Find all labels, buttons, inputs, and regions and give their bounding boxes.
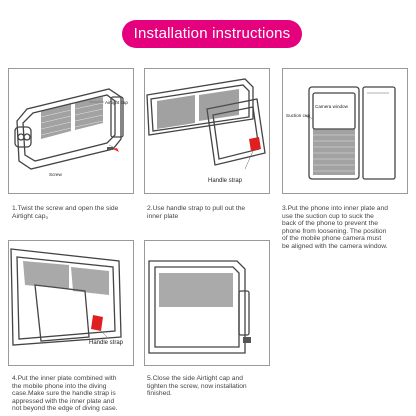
airtight-cap-label: Airtight cap [105, 100, 128, 105]
handle-strap-label: Handle strap [208, 178, 243, 184]
page-title: Installation instructions [122, 20, 302, 48]
camera-window-label: Camera window [315, 104, 348, 109]
step3-illustration: Camera window Suction cup [282, 68, 408, 194]
step4-illustration: Handle strap [8, 240, 134, 366]
suction-cup-label: Suction cup [286, 113, 311, 118]
screw-label: Screw [49, 172, 62, 177]
step1-illustration: Airtight cap Screw [8, 68, 134, 194]
handle-strap-label: Handle strap [89, 340, 124, 346]
step2-illustration: Handle strap [144, 68, 270, 194]
step5-illustration [144, 240, 270, 366]
